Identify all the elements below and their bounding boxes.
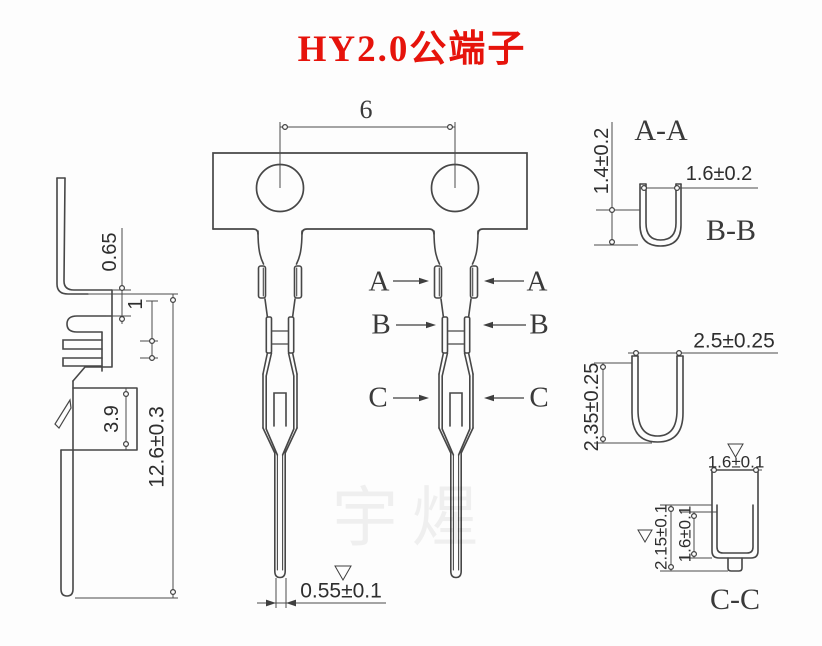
section-aa-title: A-A [634, 114, 688, 147]
cc-height-label: 2.15±0.1 [651, 503, 671, 571]
dim-pitch-label: 6 [359, 95, 373, 124]
dim-strip-edge-label: 0.65 [99, 232, 121, 272]
finger-tab [67, 316, 112, 332]
section-a-label-left: A [368, 265, 390, 298]
pin-width-dimension [257, 566, 386, 608]
front-view [213, 153, 527, 234]
bb-height-label: 2.35±0.25 [581, 362, 603, 452]
aa-width-label: 1.6±0.2 [685, 163, 753, 185]
watermark: 宇煋 [332, 482, 492, 555]
section-a-label-right: A [526, 265, 548, 298]
carrier-strip [213, 153, 527, 229]
dim-barrel-label: 3.9 [101, 405, 123, 433]
pitch-dimension [280, 122, 455, 188]
aa-height-label: 1.4±0.2 [591, 127, 613, 195]
section-cc-shape [712, 470, 758, 571]
page-title: HY2.0公端子 [297, 29, 527, 70]
dim-line-tab [140, 301, 158, 359]
lance-spur [55, 400, 71, 428]
section-cc-title: C-C [709, 583, 761, 616]
section-bb-title: B-B [705, 214, 757, 247]
terminal-left [257, 230, 303, 579]
fork-prong-upper [63, 340, 102, 349]
bb-width-label: 2.5±0.25 [693, 329, 775, 353]
dim-overall-label: 12.6±0.3 [145, 406, 169, 488]
section-b-label-left: B [371, 308, 391, 341]
section-bb-dimensions [594, 351, 778, 443]
finish-triangle-icon [638, 530, 652, 542]
cc-inner-height-label: 1.6±0.1 [675, 505, 695, 563]
section-cc-dimensions [638, 444, 762, 571]
section-bb-shape [632, 356, 683, 442]
section-aa-dimensions [594, 122, 758, 245]
dim-pin-label: 0.55±0.1 [300, 579, 382, 603]
finish-triangle-icon [335, 566, 351, 580]
cc-top-width-label: 1.6±0.1 [707, 452, 765, 472]
dim-tab-label: 1 [125, 298, 147, 310]
section-aa-shape [640, 184, 681, 246]
section-c-label-right: C [529, 381, 549, 414]
fork-prong-lower [63, 358, 102, 366]
finish-triangle-icon [728, 444, 743, 457]
pin-side [61, 450, 73, 596]
section-leaders [393, 277, 526, 402]
section-c-label-left: C [368, 381, 388, 414]
left-side-view [55, 178, 137, 596]
bottom-tab [728, 558, 742, 571]
left-view-dimensions [75, 228, 178, 598]
section-b-label-right: B [529, 308, 549, 341]
